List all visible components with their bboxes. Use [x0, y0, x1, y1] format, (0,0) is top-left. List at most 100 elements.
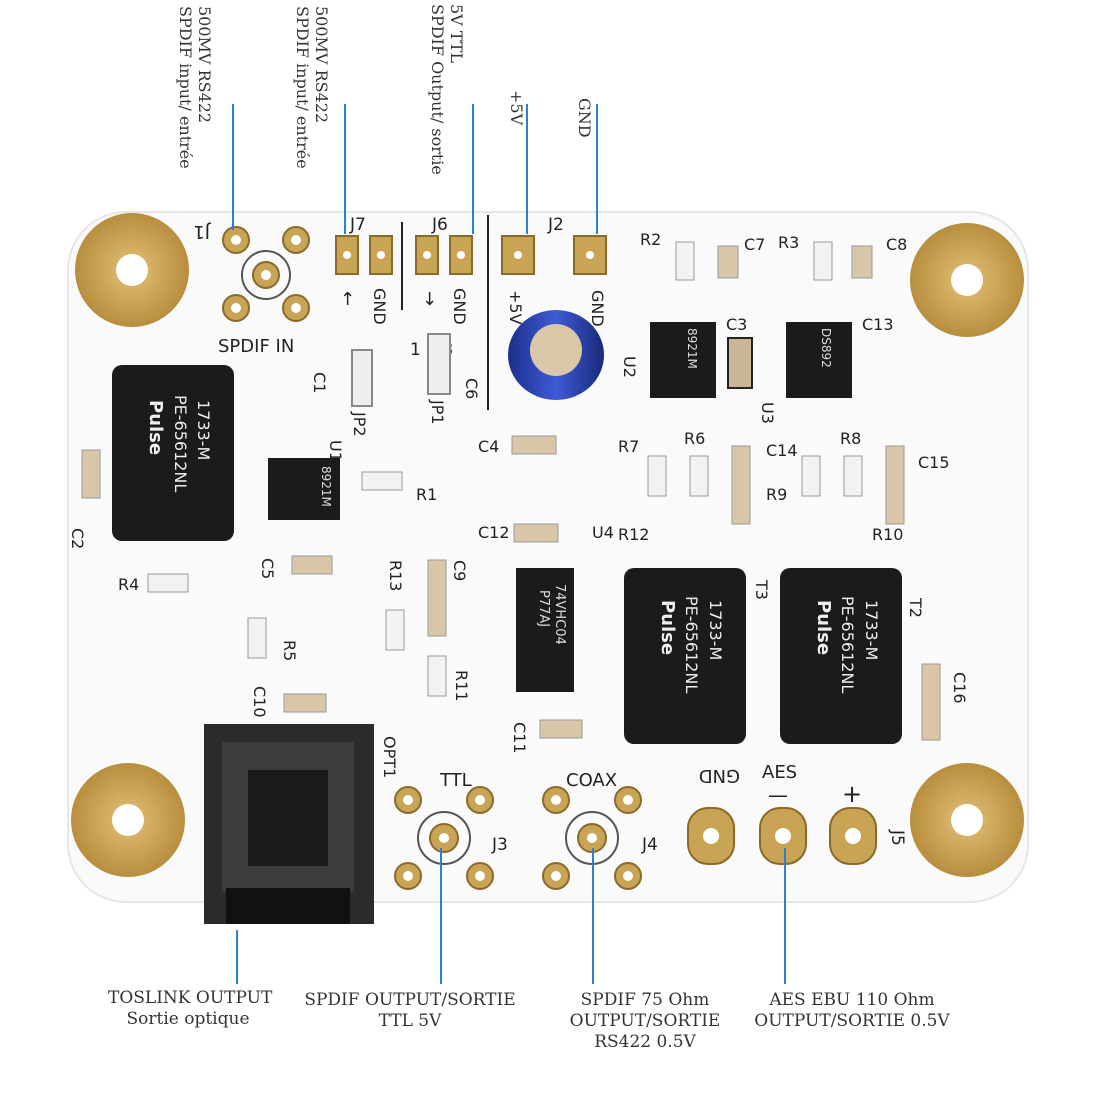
leader-coax	[592, 848, 594, 984]
label-c5: C5	[258, 558, 277, 579]
resistor-r5	[247, 617, 267, 659]
label-ttl: TTL	[439, 770, 472, 791]
capacitor-c15	[885, 445, 905, 525]
label-j7: J7	[349, 215, 366, 235]
resistor-r3	[813, 241, 833, 281]
label-u4: U4	[592, 523, 614, 542]
callout-spdif-out: 5V TTL SPDIF Output/ sortie	[428, 4, 466, 175]
svg-text:Pulse: Pulse	[657, 600, 678, 655]
resistor-r2	[675, 241, 695, 281]
svg-text:DS892: DS892	[819, 328, 833, 368]
label-r9: R9	[766, 485, 787, 504]
arrow-down-icon: ↓	[422, 289, 437, 310]
label-aes: AES	[762, 762, 797, 783]
label-r11: R11	[452, 670, 471, 701]
callout-spdif-in-1: 500MV RS422 SPDIF input/ entrée	[176, 6, 214, 169]
capacitor-c10	[283, 693, 327, 713]
callout-toslink: TOSLINK OUTPUT Sortie optique	[108, 988, 273, 1030]
label-t3: T3	[752, 579, 771, 600]
capacitor-c14	[731, 445, 751, 525]
svg-text:1733-M: 1733-M	[194, 400, 213, 460]
callout-line: SPDIF OUTPUT/SORTIE	[304, 990, 516, 1010]
mounting-hole-br	[910, 763, 1024, 877]
callout-line: SPDIF Output/ sortie	[428, 4, 447, 175]
callout-ttl: SPDIF OUTPUT/SORTIE TTL 5V	[300, 990, 520, 1032]
svg-text:74VHC04: 74VHC04	[552, 584, 567, 645]
callout-line: SPDIF input/ entrée	[293, 6, 312, 169]
resistor-r4	[147, 573, 189, 593]
callout-line: AES EBU 110 Ohm	[769, 990, 935, 1010]
capacitor-c6	[508, 310, 604, 400]
arrow-up-icon: ↑	[340, 289, 355, 310]
label-c7: C7	[744, 235, 765, 254]
label-r6: R6	[684, 429, 705, 448]
transformer-t3: Pulse PE-65612NL 1733-M	[624, 568, 746, 744]
svg-text:PE-65612NL: PE-65612NL	[171, 395, 190, 492]
callout-line: TOSLINK OUTPUT	[108, 988, 273, 1008]
callout-line: SPDIF input/ entrée	[176, 6, 195, 169]
jp2-header	[351, 349, 373, 407]
capacitor-c7	[717, 245, 739, 279]
resistor-r8	[801, 455, 821, 497]
capacitor-c8	[851, 245, 873, 279]
label-c12: C12	[478, 523, 510, 542]
resistor-r1	[361, 471, 403, 491]
leader-gnd	[596, 104, 598, 234]
ic-u3: DS892	[786, 322, 852, 398]
label-c14: C14	[766, 441, 798, 460]
label-r10: R10	[872, 525, 903, 544]
callout-line: 500MV RS422	[195, 6, 214, 124]
ic-u2: 8921M	[650, 322, 716, 398]
capacitor-c9	[427, 559, 447, 637]
label-r4: R4	[118, 575, 139, 594]
callout-line: SPDIF 75 Ohm	[580, 990, 710, 1010]
capacitor-c12	[513, 523, 559, 543]
leader-j6	[472, 104, 474, 234]
svg-text:Pulse: Pulse	[145, 400, 166, 455]
callout-line: 5V TTL	[447, 4, 466, 64]
callout-line: OUTPUT/SORTIE	[569, 1011, 721, 1031]
label-jp2: JP2	[350, 411, 369, 437]
capacitor-c11	[539, 719, 583, 739]
label-gnd-aes: GND	[699, 765, 740, 786]
label-j2-gnd: GND	[588, 290, 607, 327]
label-r13: R13	[386, 560, 405, 591]
svg-text:1733-M: 1733-M	[706, 600, 725, 660]
toslink-connector	[204, 724, 374, 924]
svg-text:8921M: 8921M	[319, 466, 333, 507]
label-r3: R3	[778, 233, 799, 252]
label-c8: C8	[886, 235, 907, 254]
jp1-header	[427, 333, 451, 395]
label-c9: C9	[450, 560, 469, 581]
label-coax: COAX	[566, 770, 617, 791]
callout-gnd: GND	[575, 98, 594, 138]
label-j1: J1	[193, 221, 211, 242]
leader-j7	[344, 104, 346, 234]
capacitor-c4	[511, 435, 557, 455]
svg-text:Pulse: Pulse	[813, 600, 834, 655]
svg-text:PE-65612NL: PE-65612NL	[838, 596, 857, 693]
label-r2: R2	[640, 230, 661, 249]
leader-plus5v	[526, 104, 528, 234]
leader-ttl	[440, 848, 442, 984]
callout-line: +5V	[507, 90, 526, 126]
capacitor-c5	[291, 555, 333, 575]
callout-spdif-in-2: 500MV RS422 SPDIF input/ entrée	[293, 6, 331, 169]
callout-line: RS422 0.5V	[594, 1032, 696, 1052]
label-r7: R7	[618, 437, 639, 456]
callout-coax: SPDIF 75 Ohm OUTPUT/SORTIE RS422 0.5V	[560, 990, 730, 1053]
label-c10: C10	[250, 686, 269, 718]
callout-line: OUTPUT/SORTIE 0.5V	[754, 1011, 950, 1031]
mounting-hole-bl	[71, 763, 185, 877]
label-j6: J6	[431, 215, 448, 235]
label-r8: R8	[840, 429, 861, 448]
label-u3: U3	[758, 402, 777, 424]
transformer-t1: Pulse PE-65612NL 1733-M	[112, 365, 234, 541]
svg-text:PE-65612NL: PE-65612NL	[682, 596, 701, 693]
svg-text:8921M: 8921M	[685, 328, 699, 369]
label-aes-minus: —	[768, 783, 788, 807]
label-j6-gnd: GND	[450, 288, 469, 325]
label-j3: J3	[491, 835, 508, 855]
